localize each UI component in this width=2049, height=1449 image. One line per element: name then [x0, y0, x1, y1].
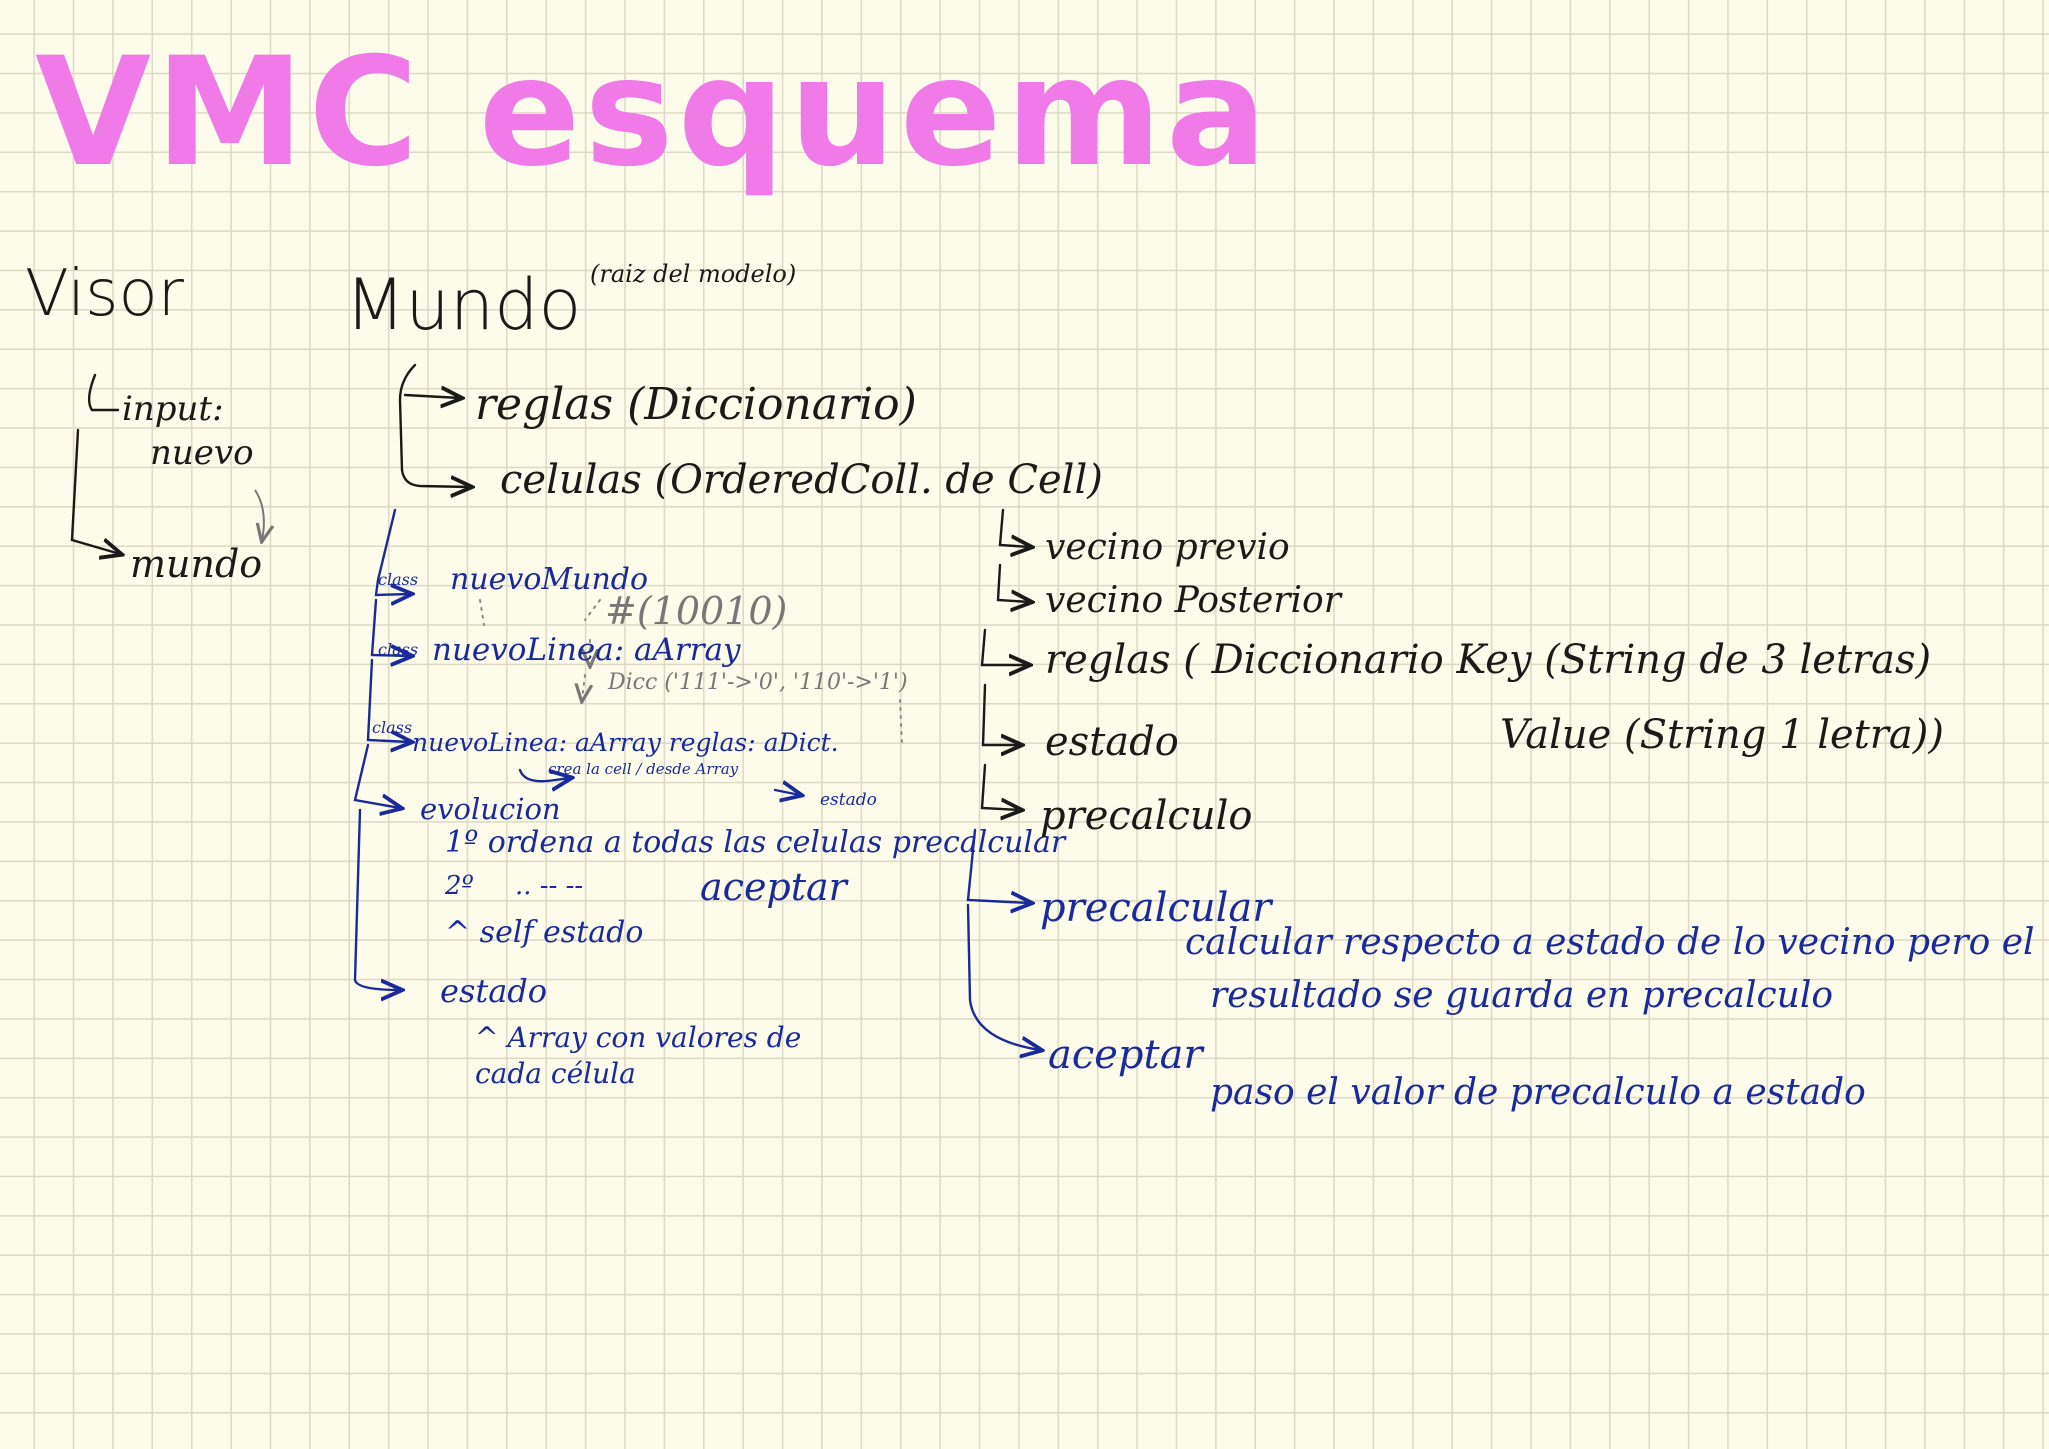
method-sub-estado: estado: [820, 790, 877, 810]
cell-reglas: reglas ( Diccionario Key (String de 3 le…: [1045, 637, 1932, 683]
cell-method-precalcular: precalcular: [1040, 885, 1272, 931]
cell-reglas-value: Value (String 1 letra)): [1500, 712, 1944, 758]
visor-label: Visor: [25, 257, 184, 331]
method-evolucion: evolucion: [420, 792, 561, 826]
nuevo-to-mundo-arrow: [254, 489, 264, 540]
evolucion-step-1: 1º ordena a todas las celulas precalcula…: [445, 825, 1066, 860]
evolucion-step-2: 2º: [445, 871, 474, 901]
page-title: VMC esquema: [35, 26, 1272, 200]
dotted-links: [479, 599, 903, 746]
visor-input-label: input:: [122, 389, 224, 429]
evolucion-returns: ^ self estado: [445, 915, 644, 950]
note-10010: #(10010): [605, 589, 788, 633]
estado-returns: ^ Array con valores de cada célula: [475, 1021, 802, 1091]
visor-tree-lines: [70, 373, 120, 554]
mundo-methods-lines: [353, 508, 800, 990]
evolucion-step-aceptar: aceptar: [700, 865, 847, 909]
method-sub-crea: crea la cell / desde Array: [548, 760, 739, 778]
cell-vecino-previo: vecino previo: [1045, 527, 1290, 568]
mundo-tree-lines: [398, 363, 470, 487]
method-tag-3: class: [372, 718, 413, 737]
cell-vecino-posterior: vecino Posterior: [1045, 580, 1341, 621]
mundo-celulas: celulas (OrderedColl. de Cell): [500, 457, 1103, 503]
visor-nuevo-label: nuevo: [150, 433, 254, 473]
mundo-reglas: reglas (Diccionario): [475, 379, 917, 430]
aceptar-desc: paso el valor de precalculo a estado: [1210, 1072, 1866, 1113]
cell-methods-lines: [966, 828, 1040, 1050]
method-nuevo-linea: nuevoLinea: aArray: [432, 632, 741, 668]
precalcular-desc-2: resultado se guarda en precalculo: [1210, 975, 1834, 1016]
method-estado: estado: [440, 972, 548, 1010]
note-dicc: Dicc ('111'->'0', '110'->'1'): [608, 670, 908, 695]
evolucion-step-2-dash: .. -- --: [515, 871, 584, 901]
visor-mundo-label: mundo: [130, 542, 263, 586]
method-nuevo-mundo: nuevoMundo: [450, 562, 649, 597]
method-tag-2: class: [378, 640, 419, 659]
cell-precalculo: precalculo: [1040, 793, 1253, 839]
mundo-label: Mundo: [345, 264, 582, 346]
precalcular-desc-1: calcular respecto a estado de lo vecino …: [1185, 922, 2035, 963]
cell-method-aceptar: aceptar: [1048, 1032, 1203, 1078]
cell-estado: estado: [1045, 719, 1179, 765]
mundo-note: (raiz del modelo): [590, 260, 797, 288]
cell-tree-lines: [980, 508, 1030, 810]
method-nuevo-linea-reglas: nuevoLinea: aArray reglas: aDict.: [412, 728, 839, 757]
method-tag-1: class: [378, 570, 419, 589]
